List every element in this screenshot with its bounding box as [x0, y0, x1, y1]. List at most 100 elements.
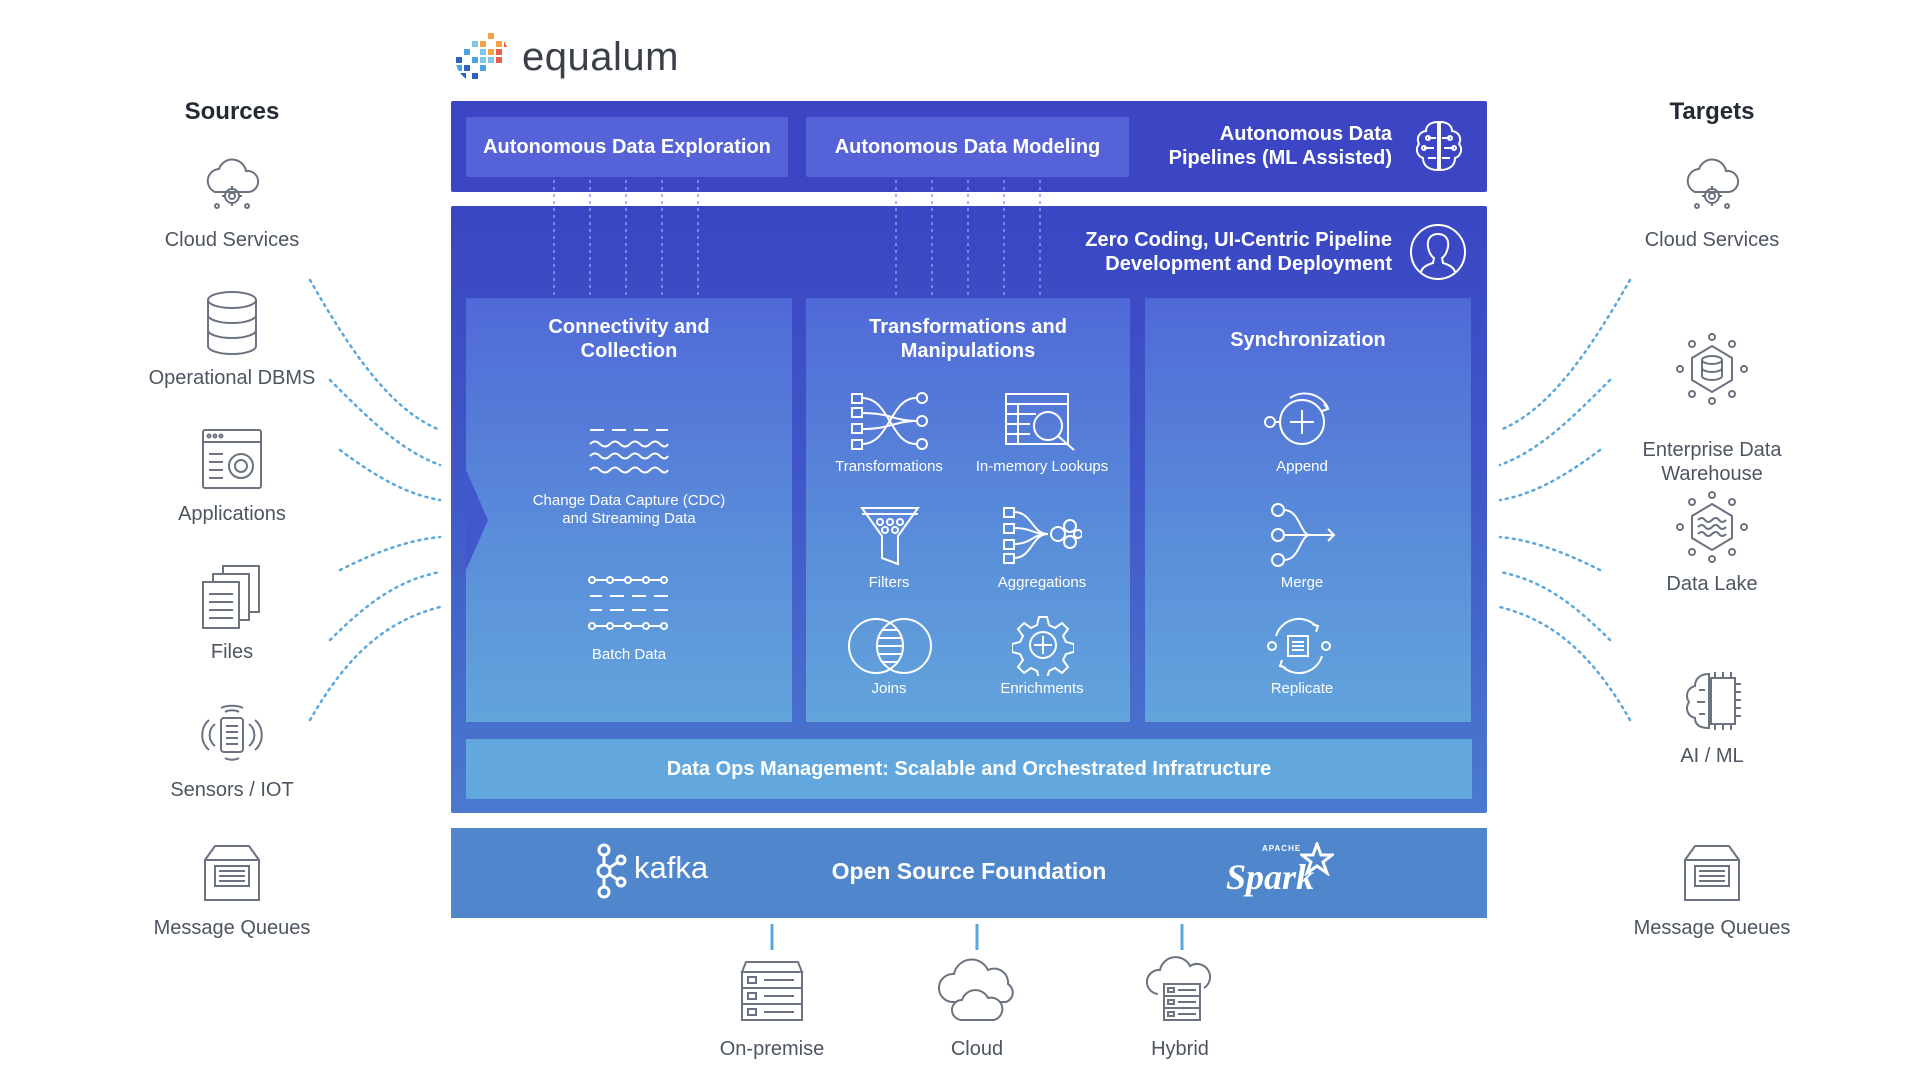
deployment-hybrid-label: Hybrid: [1151, 1038, 1209, 1060]
server-rack-icon: [740, 961, 804, 1021]
streaming-waves-icon: [589, 429, 669, 474]
pipelines-line2: Pipelines (ML Assisted): [1168, 147, 1392, 169]
target-message-queues-label: Message Queues: [1633, 917, 1791, 939]
kafka-logo-icon: [596, 843, 627, 899]
enrichments-label: Enrichments: [1000, 680, 1084, 697]
hybrid-cloud-server-icon: [1146, 956, 1211, 1021]
joins-venn-icon: [848, 618, 932, 674]
source-operational-dbms: Operational DBMS: [122, 288, 342, 390]
sensor-icon: [201, 704, 263, 761]
transformations-icon: [851, 392, 928, 450]
source-cloud-services: Cloud Services: [122, 150, 342, 252]
open-source-foundation-bar: [451, 828, 1487, 918]
brain-chip-icon: [1686, 672, 1741, 730]
user-profile-icon: [1410, 224, 1466, 280]
filters-label: Filters: [868, 574, 910, 591]
target-ai-ml: AI / ML: [1602, 666, 1822, 768]
autonomous-data-modeling[interactable]: Autonomous Data Modeling: [806, 117, 1129, 177]
source-sensors-iot: Sensors / IOT: [122, 700, 342, 802]
warehouse-hex-icon: [1676, 333, 1748, 405]
zero-coding-heading: Zero Coding, UI-Centric Pipeline Develop…: [1040, 228, 1392, 276]
transformations-label: Transformations: [835, 458, 943, 475]
equalum-logo: equalum: [452, 22, 712, 92]
target-data-lake-label: Data Lake: [1666, 573, 1758, 595]
aggregations-icon: [1003, 507, 1082, 564]
target-ai-ml-label: AI / ML: [1680, 745, 1744, 767]
batch-data-label: Batch Data: [591, 646, 667, 663]
deployment-connector-lines: [770, 924, 1184, 950]
source-message-queues-label: Message Queues: [153, 917, 311, 939]
zero-coding-line1: Zero Coding, UI-Centric Pipeline: [1085, 229, 1392, 251]
database-icon: [207, 291, 257, 355]
autonomous-data-pipelines[interactable]: Autonomous Data Pipelines (ML Assisted): [1120, 122, 1392, 170]
pipelines-line1: Autonomous Data: [1219, 123, 1392, 145]
deployment-on-premise-label: On-premise: [719, 1038, 825, 1060]
source-files-label: Files: [210, 641, 254, 663]
joins-label: Joins: [871, 680, 907, 697]
target-connector-lines: [1498, 278, 1632, 722]
filter-funnel-icon: [860, 507, 920, 566]
spark-star-icon: [1300, 842, 1334, 876]
in-memory-lookups-icon: [1005, 393, 1075, 451]
append-label: Append: [1276, 458, 1328, 475]
autonomous-data-exploration[interactable]: Autonomous Data Exploration: [466, 117, 788, 177]
source-sensors-iot-label: Sensors / IOT: [170, 779, 294, 801]
synchronization-title: Synchronization: [1230, 329, 1386, 351]
replicate-label: Replicate: [1270, 680, 1334, 697]
brain-circuit-icon: [1415, 120, 1463, 172]
append-icon: [1264, 392, 1330, 445]
in-memory-lookups-label: In-memory Lookups: [975, 458, 1109, 475]
cdc-label-line2: and Streaming Data: [562, 510, 696, 527]
data-ops-management-bar[interactable]: Data Ops Management: Scalable and Orches…: [466, 739, 1472, 799]
merge-icon: [1271, 503, 1336, 567]
target-enterprise-data-warehouse: Enterprise Data Warehouse: [1602, 308, 1822, 486]
application-window-icon: [202, 429, 262, 489]
kafka-wordmark: kafka: [634, 850, 709, 885]
source-connector-lines: [308, 278, 442, 722]
aggregations-label: Aggregations: [997, 574, 1087, 591]
sources-title: Sources: [184, 98, 280, 125]
deployment-cloud-label: Cloud: [950, 1038, 1004, 1060]
files-icon: [202, 565, 260, 629]
target-data-lake: Data Lake: [1602, 490, 1822, 596]
enrichments-gear-icon: [1012, 616, 1074, 676]
open-source-foundation-title: Open Source Foundation: [831, 858, 1107, 884]
cdc-label: Change Data Capture (CDC) and Streaming …: [476, 492, 782, 528]
targets-title: Targets: [1669, 98, 1755, 125]
source-cloud-services-label: Cloud Services: [164, 229, 300, 251]
cdc-label-line1: Change Data Capture (CDC): [532, 492, 726, 509]
target-message-queues: Message Queues: [1602, 838, 1822, 940]
chevron-connector-1: [466, 470, 488, 570]
spark-wordmark: Spark: [1226, 857, 1315, 897]
message-tray-icon: [204, 845, 260, 901]
spark-logo: APACHE Spark: [1224, 842, 1344, 904]
replicate-icon: [1267, 617, 1331, 675]
merge-label: Merge: [1280, 574, 1324, 591]
cloud-icon: [937, 958, 1014, 1021]
globe-logo-icon: [455, 30, 509, 84]
connectivity-title-line2: Collection: [580, 340, 678, 362]
source-message-queues: Message Queues: [122, 838, 342, 940]
source-operational-dbms-label: Operational DBMS: [148, 367, 316, 389]
target-cloud-services-label: Cloud Services: [1644, 229, 1780, 251]
source-applications-label: Applications: [178, 503, 286, 525]
brand-name: equalum: [522, 34, 679, 79]
transformations-title: Transformations and Manipulations: [806, 315, 1130, 363]
zero-coding-line2: Development and Deployment: [1105, 253, 1392, 275]
transformations-title-line2: Manipulations: [900, 340, 1036, 362]
batch-data-icon: [588, 576, 668, 630]
connectivity-title: Connectivity and Collection: [466, 315, 792, 363]
data-lake-hex-icon: [1676, 491, 1748, 563]
vertical-dotted-connectors: [553, 180, 1041, 298]
target-enterprise-data-warehouse-label: Enterprise Data Warehouse: [1642, 439, 1782, 485]
message-tray-icon: [1684, 845, 1740, 901]
cloud-gear-icon: [206, 158, 260, 209]
connectivity-panel: [466, 298, 792, 722]
transformations-panel: [806, 298, 1130, 722]
connectivity-title-line1: Connectivity and: [548, 316, 710, 338]
source-files: Files: [122, 562, 342, 664]
transformations-title-line1: Transformations and: [869, 316, 1067, 338]
cloud-gear-icon: [1686, 158, 1740, 209]
source-applications: Applications: [122, 424, 342, 526]
target-cloud-services: Cloud Services: [1602, 150, 1822, 252]
